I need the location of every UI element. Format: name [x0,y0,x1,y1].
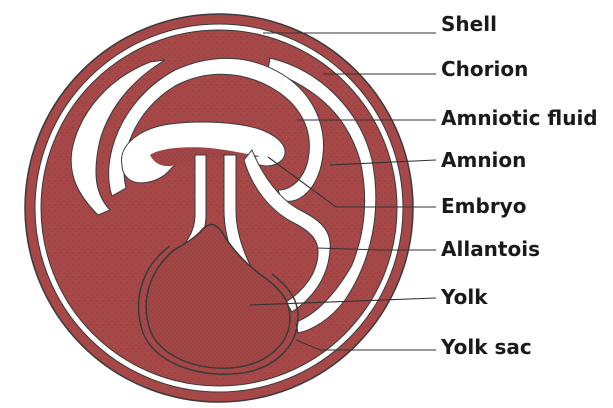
label-chorion: Chorion [441,59,528,79]
label-yolk-sac: Yolk sac [441,337,532,357]
label-yolk: Yolk [441,287,488,307]
label-embryo: Embryo [441,196,526,216]
label-amnion: Amnion [441,150,526,170]
label-amniotic-fluid: Amniotic fluid [441,108,598,128]
label-shell: Shell [441,14,497,34]
label-allantois: Allantois [441,239,540,259]
